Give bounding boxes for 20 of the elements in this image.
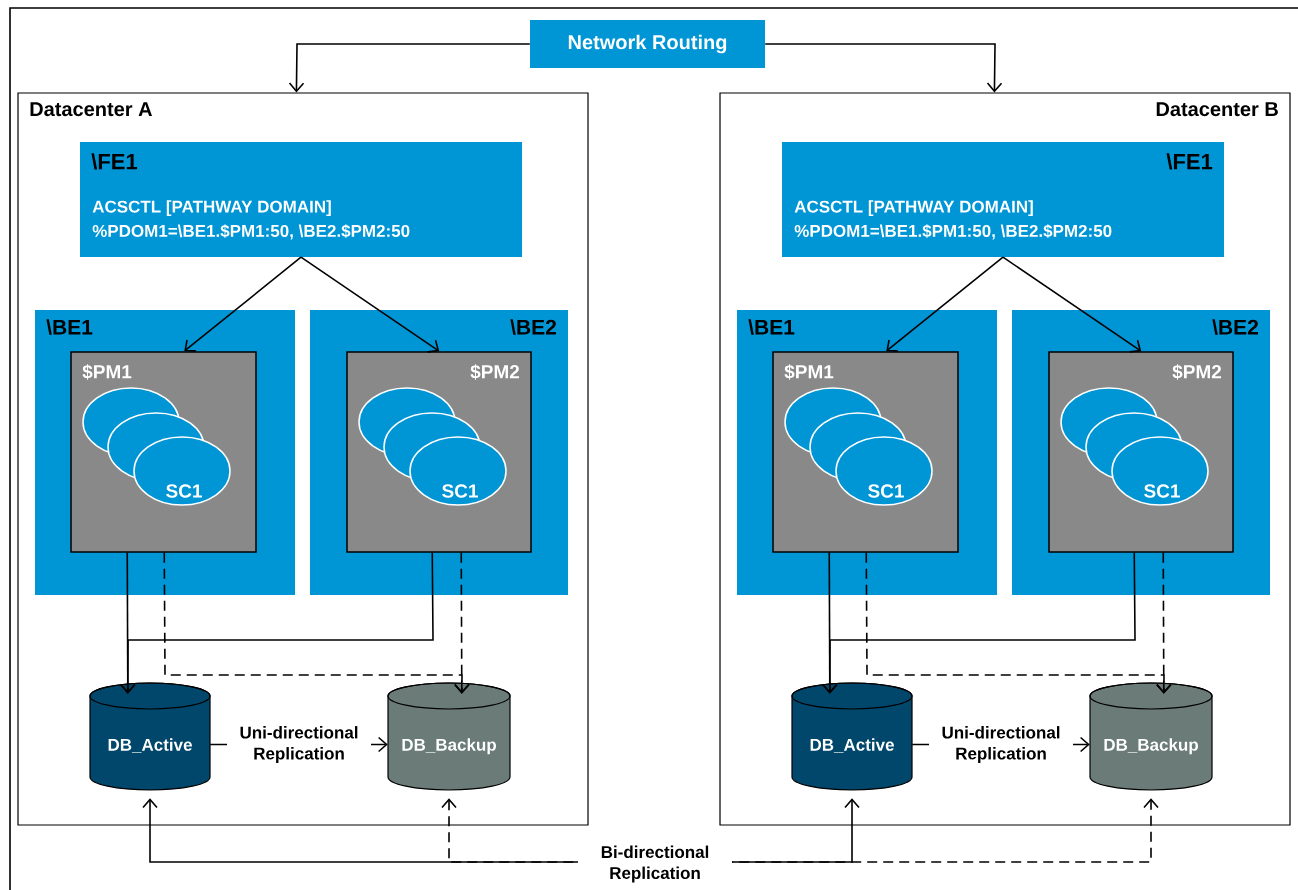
arrow xyxy=(886,256,1004,352)
routing-box: Network Routing xyxy=(530,20,765,68)
frontend-box: \FE1 ACSCTL [PATHWAY DOMAIN] %PDOM1=\BE1.$PM1:50, \BE2.$PM2:50 xyxy=(782,142,1224,257)
dashed-arrow xyxy=(1155,551,1172,694)
arrow xyxy=(764,43,1003,93)
database-cylinder: DB_Active xyxy=(791,682,913,791)
database-cylinder: DB_Active xyxy=(89,682,211,791)
database-cylinder: DB_Backup xyxy=(1089,682,1213,791)
dashed-arrow xyxy=(453,551,470,694)
database-cylinder: DB_Backup xyxy=(387,682,511,791)
edge-label: Uni-directional Replication xyxy=(227,724,371,765)
arrow xyxy=(184,256,302,352)
edge-label: Bi-directional Replication xyxy=(578,843,732,885)
arrow xyxy=(1002,256,1142,353)
frontend-box: \FE1 ACSCTL [PATHWAY DOMAIN] %PDOM1=\BE1.$PM1:50, \BE2.$PM2:50 xyxy=(80,142,522,257)
arrow xyxy=(120,551,434,694)
arrow xyxy=(288,43,531,93)
edge-label: Uni-directional Replication xyxy=(929,724,1073,765)
arrow xyxy=(822,551,1136,694)
arrow xyxy=(300,256,440,353)
